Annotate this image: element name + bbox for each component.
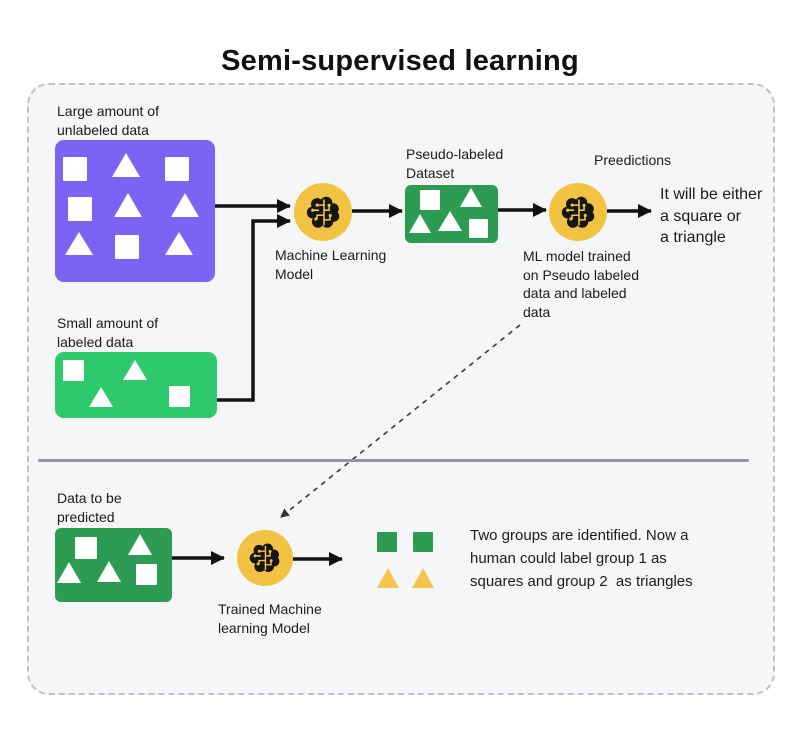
triangle-shape [123, 360, 147, 380]
square-shape [469, 219, 488, 238]
triangle-shape [57, 562, 81, 583]
square-shape [115, 235, 139, 259]
labeled-data-box [55, 352, 217, 418]
triangle-shape [171, 193, 199, 217]
pseudo-dataset-box [405, 185, 498, 243]
data-to-predict-label: Data to be predicted [57, 490, 122, 525]
pseudo-dataset-label: Pseudo-labeled Dataset [406, 146, 504, 181]
labeled-data-label: Small amount of labeled data [57, 315, 159, 350]
output-groups [377, 532, 437, 590]
machine-learning-model-label: Machine Learning Model [275, 247, 387, 282]
data-to-predict-box [55, 528, 172, 602]
square-shape [165, 157, 189, 181]
square-shape [63, 360, 84, 381]
square-shape [420, 190, 440, 210]
square-shape [136, 564, 157, 585]
brain-circuit-icon [305, 194, 342, 231]
unlabeled-data-box [55, 140, 215, 282]
triangle-shape [377, 568, 399, 588]
brain-circuit-icon [560, 194, 597, 231]
page-title: Semi-supervised learning [221, 45, 579, 78]
trained-ml-model-node [549, 183, 607, 241]
groups-note-text: Two groups are identified. Now a human c… [470, 527, 693, 590]
triangle-shape [97, 561, 121, 582]
ml-trained-label: ML model trained on Pseudo labeled data … [523, 248, 639, 320]
triangle-shape [165, 232, 193, 255]
predictions-label: Preedictions [594, 152, 672, 168]
triangle-shape [128, 534, 152, 555]
brain-circuit-icon [248, 541, 282, 575]
triangle-shape [114, 193, 142, 217]
triangle-shape [65, 232, 93, 255]
trained-machine-learning-model-node [237, 530, 293, 586]
prediction-result-text: It will be either a square or a triangle [660, 186, 763, 246]
square-shape [377, 532, 397, 552]
square-shape [169, 386, 190, 407]
section-divider [38, 459, 749, 462]
trained-model-label: Trained Machine learning Model [218, 601, 322, 636]
triangle-shape [89, 387, 113, 407]
triangle-shape [409, 214, 431, 233]
square-shape [63, 157, 87, 181]
triangle-shape [438, 211, 462, 231]
square-shape [75, 537, 97, 559]
machine-learning-model-node [294, 183, 352, 241]
triangle-shape [112, 153, 140, 177]
square-shape [68, 197, 92, 221]
triangle-shape [412, 568, 434, 588]
unlabeled-data-label: Large amount of unlabeled data [57, 103, 159, 138]
triangle-shape [460, 188, 482, 207]
square-shape [413, 532, 433, 552]
